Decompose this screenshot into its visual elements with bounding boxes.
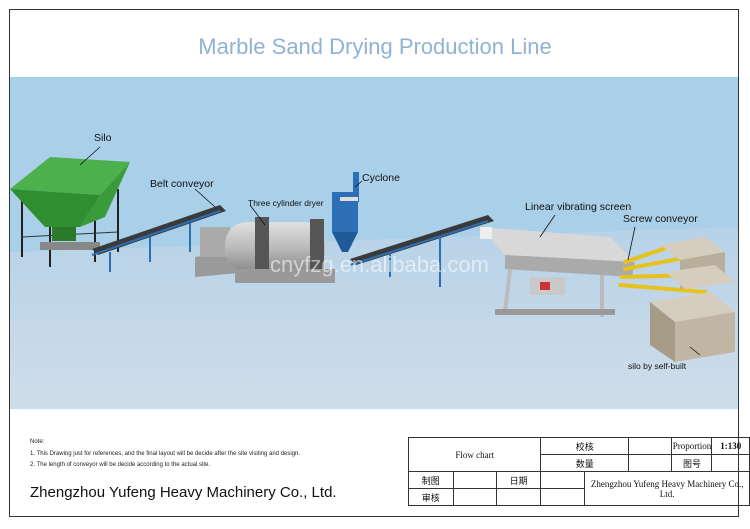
blank-cell	[495, 488, 542, 506]
flow-chart-cell: Flow chart	[407, 437, 542, 472]
blank-cell	[711, 454, 750, 472]
label-screw-conveyor: Screw conveyor	[623, 213, 698, 225]
note-line-2: 2. The length of conveyor will be decide…	[30, 462, 210, 468]
diagram-title: Marble Sand Drying Production Line	[198, 34, 552, 59]
label-silo-self-built: silo by self-built	[628, 361, 687, 371]
label-three-cylinder-dryer: Three cylinder dryer	[248, 198, 324, 208]
review-cell: 审核	[408, 488, 454, 506]
linear-vibrating-screen-graphic	[480, 227, 635, 317]
blank-cell	[540, 488, 586, 506]
silo-graphic	[10, 157, 130, 267]
label-linear-vibrating-screen: Linear vibrating screen	[525, 201, 632, 213]
production-line-illustration	[10, 77, 738, 409]
company-name: Zhengzhou Yufeng Heavy Machinery Co., Lt…	[30, 484, 337, 501]
title-block-company: Zhengzhou Yufeng Heavy Machinery Co., Lt…	[584, 471, 750, 506]
proportion-value-cell: 1:130	[711, 437, 750, 455]
drawn-cell: 制图	[408, 471, 454, 489]
floor-plane	[10, 227, 738, 409]
label-cyclone: Cyclone	[362, 172, 400, 184]
drawing-frame	[9, 9, 739, 517]
date-cell: 日期	[495, 471, 542, 489]
label-belt-conveyor: Belt conveyor	[150, 178, 214, 190]
cyclone-graphic	[332, 172, 359, 252]
proportion-label-cell: Proportion	[671, 437, 713, 455]
leader-lines	[79, 146, 701, 356]
belt-conveyor-2	[349, 215, 494, 287]
three-cylinder-dryer-graphic	[195, 217, 335, 283]
check-cell: 校核	[540, 437, 630, 455]
blank-cell	[628, 437, 673, 455]
note-line-1: 1. This Drawing just for references, and…	[30, 451, 301, 457]
blank-cell	[452, 488, 497, 506]
blank-cell	[628, 454, 673, 472]
blank-cell	[540, 471, 586, 489]
label-silo: Silo	[94, 132, 112, 144]
drawing-no-cell: 图号	[671, 454, 713, 472]
title-block: Flow chart 校核 Proportion 1:130 数量 图号 制图 …	[407, 437, 750, 506]
note-heading: Note:	[30, 439, 45, 445]
watermark: cnyfzg.en.alibaba.com	[270, 252, 489, 277]
quantity-cell: 数量	[540, 454, 630, 472]
belt-conveyor-1	[91, 205, 226, 272]
self-built-silos-graphic	[650, 237, 735, 362]
blank-cell	[452, 471, 497, 489]
